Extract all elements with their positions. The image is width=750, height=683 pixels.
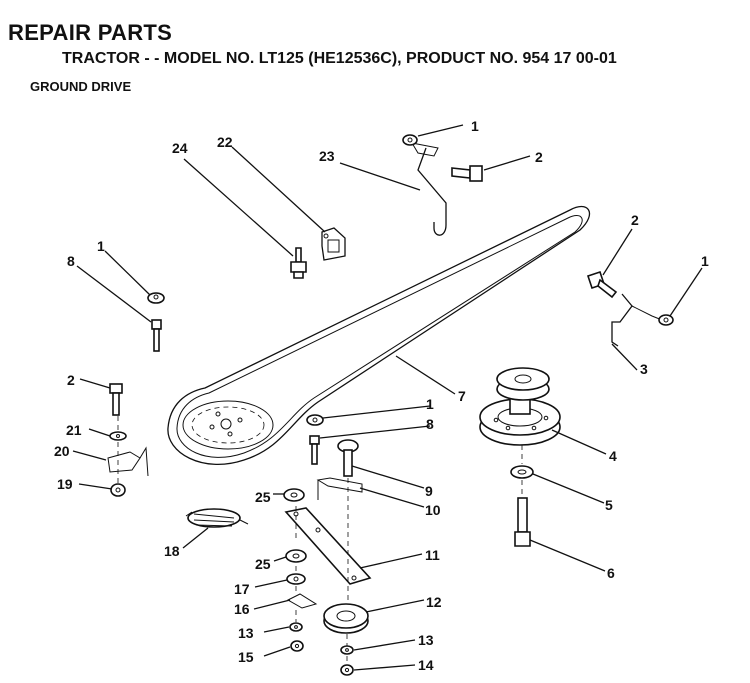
callout-7: 7 — [458, 388, 466, 404]
washer-5 — [510, 465, 534, 479]
washer-13-left — [289, 622, 303, 632]
nut-14 — [340, 664, 354, 676]
callout-13: 13 — [418, 632, 434, 648]
callout-1: 1 — [97, 238, 105, 254]
callout-2: 2 — [535, 149, 543, 165]
section-heading: GROUND DRIVE — [30, 79, 132, 94]
nut-1-left — [147, 292, 165, 304]
washer-25-bottom — [285, 549, 307, 563]
callout-19: 19 — [57, 476, 73, 492]
page-subtitle: TRACTOR - - MODEL NO. LT125 (HE12536C), … — [62, 50, 617, 67]
callout-1: 1 — [426, 396, 434, 412]
callout-1: 1 — [471, 118, 479, 134]
idler-arm-11 — [284, 507, 372, 585]
leader-lines — [72, 124, 703, 671]
bolt-2-left — [109, 383, 123, 416]
bolt-2-top — [451, 165, 483, 182]
bracket-10 — [316, 477, 363, 500]
callout-21: 21 — [66, 422, 82, 438]
callout-17: 17 — [234, 581, 250, 597]
bracket-3 — [611, 293, 663, 347]
carriage-bolt-9 — [337, 439, 359, 477]
callout-25: 25 — [255, 489, 271, 505]
nut-1-center — [306, 414, 324, 426]
callout-9: 9 — [425, 483, 433, 499]
callout-11: 11 — [425, 547, 440, 563]
drive-belt — [167, 205, 591, 465]
washer-25-top — [283, 488, 305, 502]
callout-22: 22 — [217, 134, 233, 150]
callout-2: 2 — [67, 372, 75, 388]
bracket-20 — [107, 446, 149, 477]
hook-bracket — [410, 142, 447, 236]
callout-2: 2 — [631, 212, 639, 228]
callout-23: 23 — [319, 148, 335, 164]
callout-1: 1 — [701, 253, 709, 269]
washer-13-right — [340, 645, 354, 655]
callout-8: 8 — [67, 253, 75, 269]
bolt-6 — [514, 497, 531, 547]
callout-3: 3 — [640, 361, 648, 377]
callout-8: 8 — [426, 416, 434, 432]
bracket-16 — [286, 593, 318, 609]
bracket-22 — [321, 227, 346, 261]
callout-13: 13 — [238, 625, 254, 641]
bolt-8-center — [309, 435, 320, 465]
callout-4: 4 — [609, 448, 617, 464]
pulley-4 — [479, 367, 561, 446]
callout-5: 5 — [605, 497, 613, 513]
callout-20: 20 — [54, 443, 70, 459]
nut-19 — [110, 483, 126, 497]
callout-24: 24 — [172, 140, 188, 156]
bolt-8-left — [151, 319, 162, 352]
nut-15 — [290, 640, 304, 652]
nut-1-right — [658, 314, 674, 326]
page-title: REPAIR PARTS — [8, 20, 173, 45]
washer-17 — [286, 573, 306, 585]
callout-10: 10 — [425, 502, 441, 518]
callout-12: 12 — [426, 594, 442, 610]
washer-21 — [109, 431, 127, 441]
idler-pulley-12 — [323, 603, 369, 634]
spring-18 — [185, 508, 249, 528]
bolt-24 — [290, 247, 307, 279]
callout-14: 14 — [418, 657, 434, 673]
callout-6: 6 — [607, 565, 615, 581]
callout-16: 16 — [234, 601, 250, 617]
callout-18: 18 — [164, 543, 180, 559]
callout-25: 25 — [255, 556, 271, 572]
bolt-2-right — [586, 270, 618, 299]
callout-15: 15 — [238, 649, 254, 665]
nut-1-top — [402, 134, 418, 146]
